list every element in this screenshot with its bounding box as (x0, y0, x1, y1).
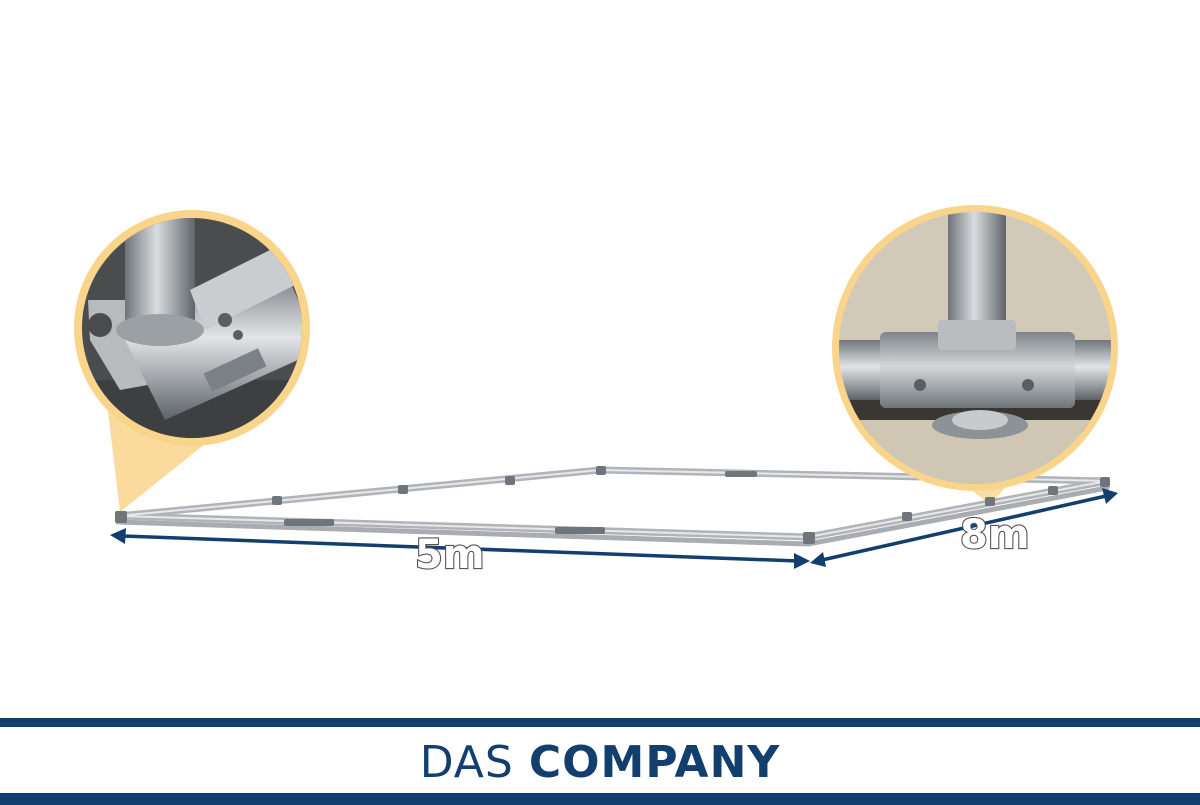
tee-joint-photo (832, 205, 1118, 491)
width-dimension-arrow (810, 488, 1118, 567)
corner-joint-photo (74, 210, 310, 446)
brand-logo: DAS COMPANY (0, 730, 1200, 792)
length-dimension-arrow (110, 528, 810, 569)
length-label: 5m (415, 532, 485, 578)
width-label: 8m (960, 512, 1030, 558)
brand-word-2: COMPANY (528, 737, 781, 788)
footer-rule-top (0, 718, 1200, 727)
footer-rule-bottom (0, 793, 1200, 805)
brand-word-1: DAS (419, 737, 514, 788)
frame-base (115, 466, 1110, 547)
